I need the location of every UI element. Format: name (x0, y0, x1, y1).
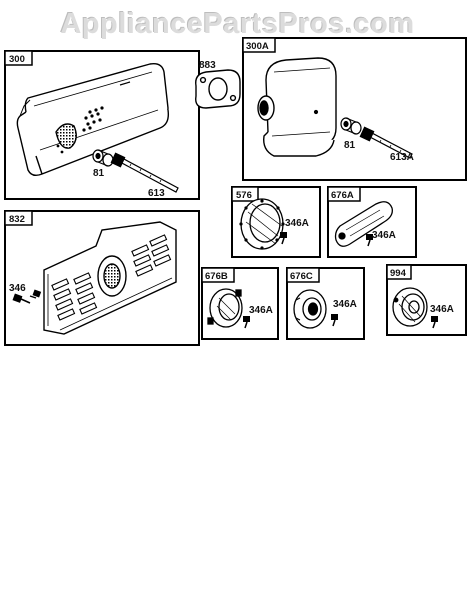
panel-label-576: 576 (236, 190, 252, 201)
watermark: AppliancePartsPros.com (60, 8, 415, 40)
panel-300A[interactable]: 300A 81 613A (242, 37, 467, 181)
panel-676C[interactable]: 676C 346A (286, 267, 365, 340)
panel-label-676C: 676C (290, 271, 313, 282)
panel-994[interactable]: 994 346A (386, 264, 467, 336)
panel-832[interactable]: 832 346 (4, 210, 200, 346)
panel-label-300: 300 (9, 54, 25, 65)
part-label-346A-676A: 346A (372, 230, 396, 241)
part-label-613: 613 (148, 188, 165, 199)
spacer-81-drawing-300A (340, 117, 362, 135)
guard-994-drawing (392, 287, 428, 327)
part-label-81: 81 (93, 168, 105, 179)
panel-676A[interactable]: 676A 346A (327, 186, 417, 258)
part-883[interactable]: 883 (195, 60, 241, 109)
guard-676C-drawing (293, 289, 327, 329)
vent-holes-300 (56, 106, 104, 154)
panel-300[interactable]: 300 81 (4, 50, 200, 200)
screw-346A-676B (243, 316, 250, 329)
panel-label-832: 832 (9, 214, 25, 225)
shield-slots-832 (51, 234, 172, 321)
guard-676B-drawing (207, 288, 243, 328)
spacer-81-drawing (92, 149, 114, 167)
panel-label-300A: 300A (246, 41, 269, 52)
guard-676A-drawing (334, 201, 393, 247)
bolt-613-drawing (110, 152, 179, 193)
panel-676B[interactable]: 676B 346A (201, 267, 279, 340)
screw-346A-576 (280, 232, 287, 245)
panel-label-676A: 676A (331, 190, 354, 201)
bolt-613A-drawing (359, 126, 413, 159)
part-label-346A-994: 346A (430, 304, 454, 315)
screws-346-drawing (12, 289, 42, 304)
panel-label-994: 994 (390, 268, 407, 279)
part-label-346: 346 (9, 283, 26, 294)
panel-576[interactable]: 576 346A (231, 186, 321, 258)
part-label-346A-676B: 346A (249, 305, 273, 316)
part-label-81-300A: 81 (344, 140, 356, 151)
part-label-346A-576: 346A (285, 218, 309, 229)
part-label-613A: 613A (390, 152, 414, 163)
gasket-883-drawing (195, 69, 241, 109)
part-label-883: 883 (199, 60, 216, 71)
muffler-300A-drawing (257, 57, 337, 157)
screw-346A-676C (331, 314, 338, 327)
screw-346A-676A (366, 234, 373, 247)
guard-576-rivets (239, 199, 285, 250)
panel-label-676B: 676B (205, 271, 228, 282)
part-label-346A-676C: 346A (333, 299, 357, 310)
screw-346A-994 (431, 316, 438, 329)
